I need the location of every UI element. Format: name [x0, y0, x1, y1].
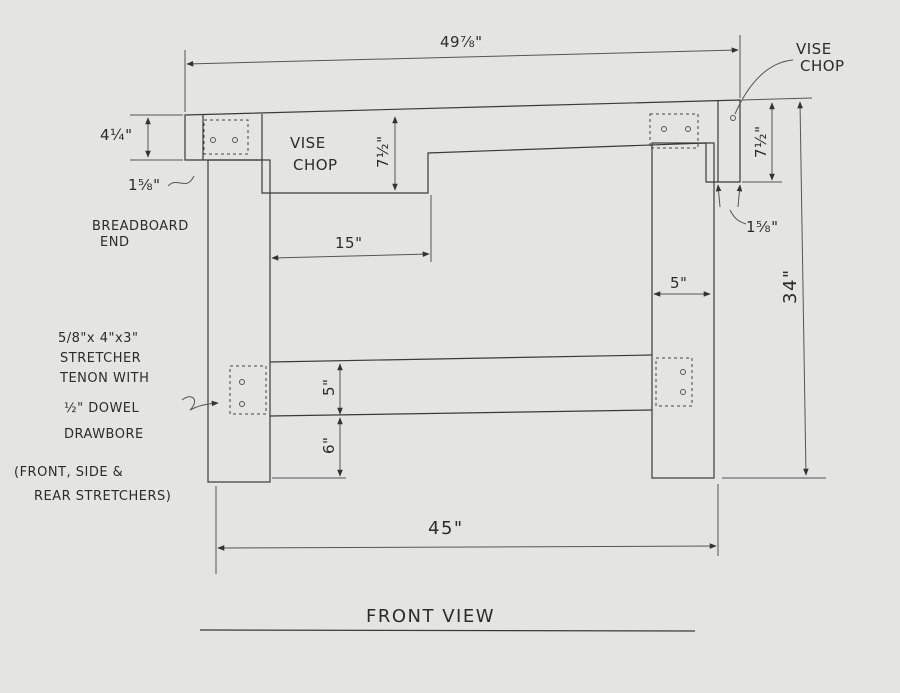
leader-line	[167, 175, 195, 187]
note-line-3: TENON WITH	[59, 371, 149, 386]
breadboard-label-1: BREADBOARD	[92, 219, 189, 234]
note-line-2: STRETCHER	[60, 351, 141, 366]
view-title: FRONT VIEW	[366, 606, 495, 627]
dim-arrow	[736, 184, 743, 208]
paren-note-1: (FRONT, SIDE &	[14, 465, 123, 480]
dim-leg-width-label: 5"	[670, 274, 687, 292]
vise-chop-left-label-1: VISE	[290, 134, 326, 152]
note-line-1: 5/8"x 4"x3"	[58, 331, 138, 346]
dowel-hole	[680, 369, 686, 375]
vise-chop-left-label-2: CHOP	[293, 156, 338, 174]
dim-leg-span	[217, 543, 717, 551]
dim-arrow	[715, 184, 722, 208]
dim-overall-length-label: 49⅞"	[440, 33, 483, 51]
dim-vise-chop-right-label: 7½"	[752, 126, 770, 158]
dim-top-thickness-label: 4¼"	[100, 126, 132, 144]
dowel-hole	[232, 137, 238, 143]
dim-bench-height	[797, 101, 809, 476]
dowel-hole	[680, 389, 686, 395]
dim-leg-span-label: 45"	[428, 518, 464, 539]
stretcher-top-edge	[269, 354, 653, 363]
left-leg	[207, 159, 271, 483]
extension-line	[741, 97, 813, 101]
dim-bench-height-label: 34"	[780, 268, 801, 304]
dowel-hole	[239, 401, 245, 407]
tenon-top-left	[203, 119, 249, 155]
dowel-hole	[210, 137, 216, 143]
tenon-stretcher-right	[655, 357, 693, 407]
dowel-hole	[685, 126, 691, 132]
dim-overall-length	[186, 47, 739, 67]
leader-line	[729, 209, 747, 225]
dim-bottom-gap-label: 6"	[320, 437, 338, 454]
vise-chop-right-label-1: VISE	[796, 40, 832, 58]
leader-line	[734, 59, 794, 115]
right-leg	[651, 142, 715, 479]
dim-breadboard-width-label: 1⅝"	[128, 176, 160, 194]
dim-vise-span	[271, 251, 430, 261]
dowel-hole	[730, 115, 736, 121]
stretcher-bottom-edge	[269, 409, 653, 417]
tenon-top-right	[649, 113, 699, 149]
note-line-4: ½" DOWEL	[64, 401, 140, 416]
note-leader	[181, 396, 219, 411]
dim-vise-span-label: 15"	[335, 234, 363, 252]
dim-vise-chop-left-label: 7½"	[374, 136, 392, 168]
note-line-5: DRAWBORE	[64, 427, 144, 442]
vise-chop-right-label-2: CHOP	[800, 57, 845, 75]
dowel-hole	[239, 379, 245, 385]
dowel-hole	[661, 126, 667, 132]
paren-note-2: REAR STRETCHERS)	[34, 489, 171, 504]
title-underline	[199, 629, 696, 632]
tenon-stretcher-left	[229, 365, 267, 415]
dim-right-chop-width-label: 1⅝"	[746, 218, 778, 236]
breadboard-label-2: END	[100, 235, 129, 250]
dim-stretcher-height-label: 5"	[320, 379, 338, 396]
